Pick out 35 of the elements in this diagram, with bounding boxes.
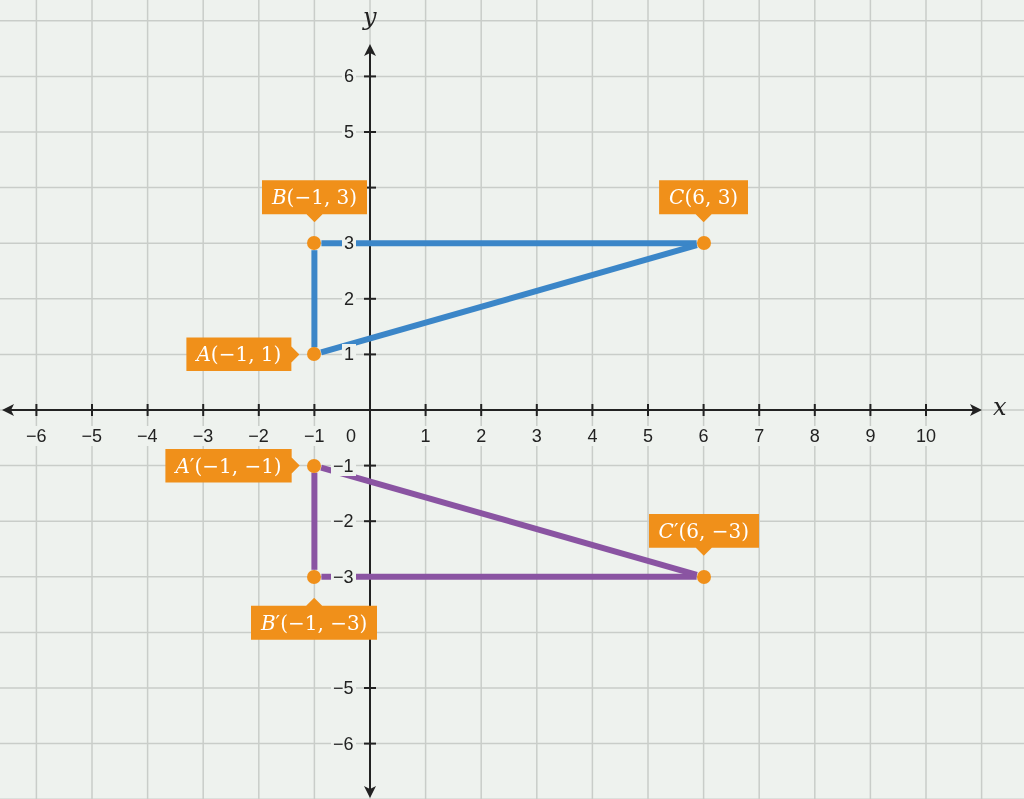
coordinate-label: A′(−1, −1) [165,448,300,483]
tick-label: 1 [418,426,433,446]
point-marker [307,236,322,251]
tick-label: −3 [190,426,216,446]
triangle-side [321,240,697,247]
triangle-side [320,242,698,356]
tick-label: 4 [585,426,600,446]
triangle-side [320,464,698,578]
tick-label: 8 [807,426,822,446]
triangle-side [311,250,318,348]
tick-label: 2 [474,426,489,446]
tick-label: −5 [79,426,105,446]
coordinate-label: C′(6, −3) [648,513,759,556]
tick-label: 6 [696,426,711,446]
coordinate-label: B′(−1, −3) [250,597,378,640]
tick-label: −6 [23,426,49,446]
tick-label: 9 [863,426,878,446]
axis-label: x [992,397,1008,417]
coordinate-label: C(6, 3) [659,180,749,223]
tick-label: 3 [529,426,544,446]
point-marker [307,569,322,584]
tick-label: −2 [246,426,271,446]
point-marker [307,347,322,362]
tick-label: −1 [301,426,327,446]
triangle-side [311,472,318,570]
point-marker [696,569,711,584]
triangle-side [321,573,697,580]
tick-label: −4 [135,426,160,446]
coordinate-label: B(−1, 3) [261,180,368,223]
point-marker [307,458,322,473]
tick-label: 5 [641,426,655,446]
tick-label: 10 [914,426,939,446]
coordinate-label: A(−1, 1) [186,337,300,372]
tick-label: 7 [752,426,767,446]
point-marker [696,236,711,251]
